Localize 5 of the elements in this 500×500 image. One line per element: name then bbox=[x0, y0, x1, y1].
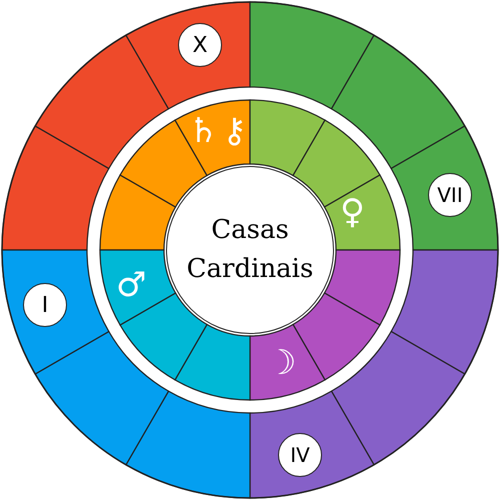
chiron-symbol: ⚷ bbox=[222, 114, 247, 148]
moon-symbol: ☽ bbox=[266, 346, 296, 380]
venus-symbol: ♀ bbox=[340, 195, 365, 229]
mars-symbol: ♂ bbox=[116, 268, 146, 302]
saturn-symbol: ♄ bbox=[188, 114, 218, 148]
